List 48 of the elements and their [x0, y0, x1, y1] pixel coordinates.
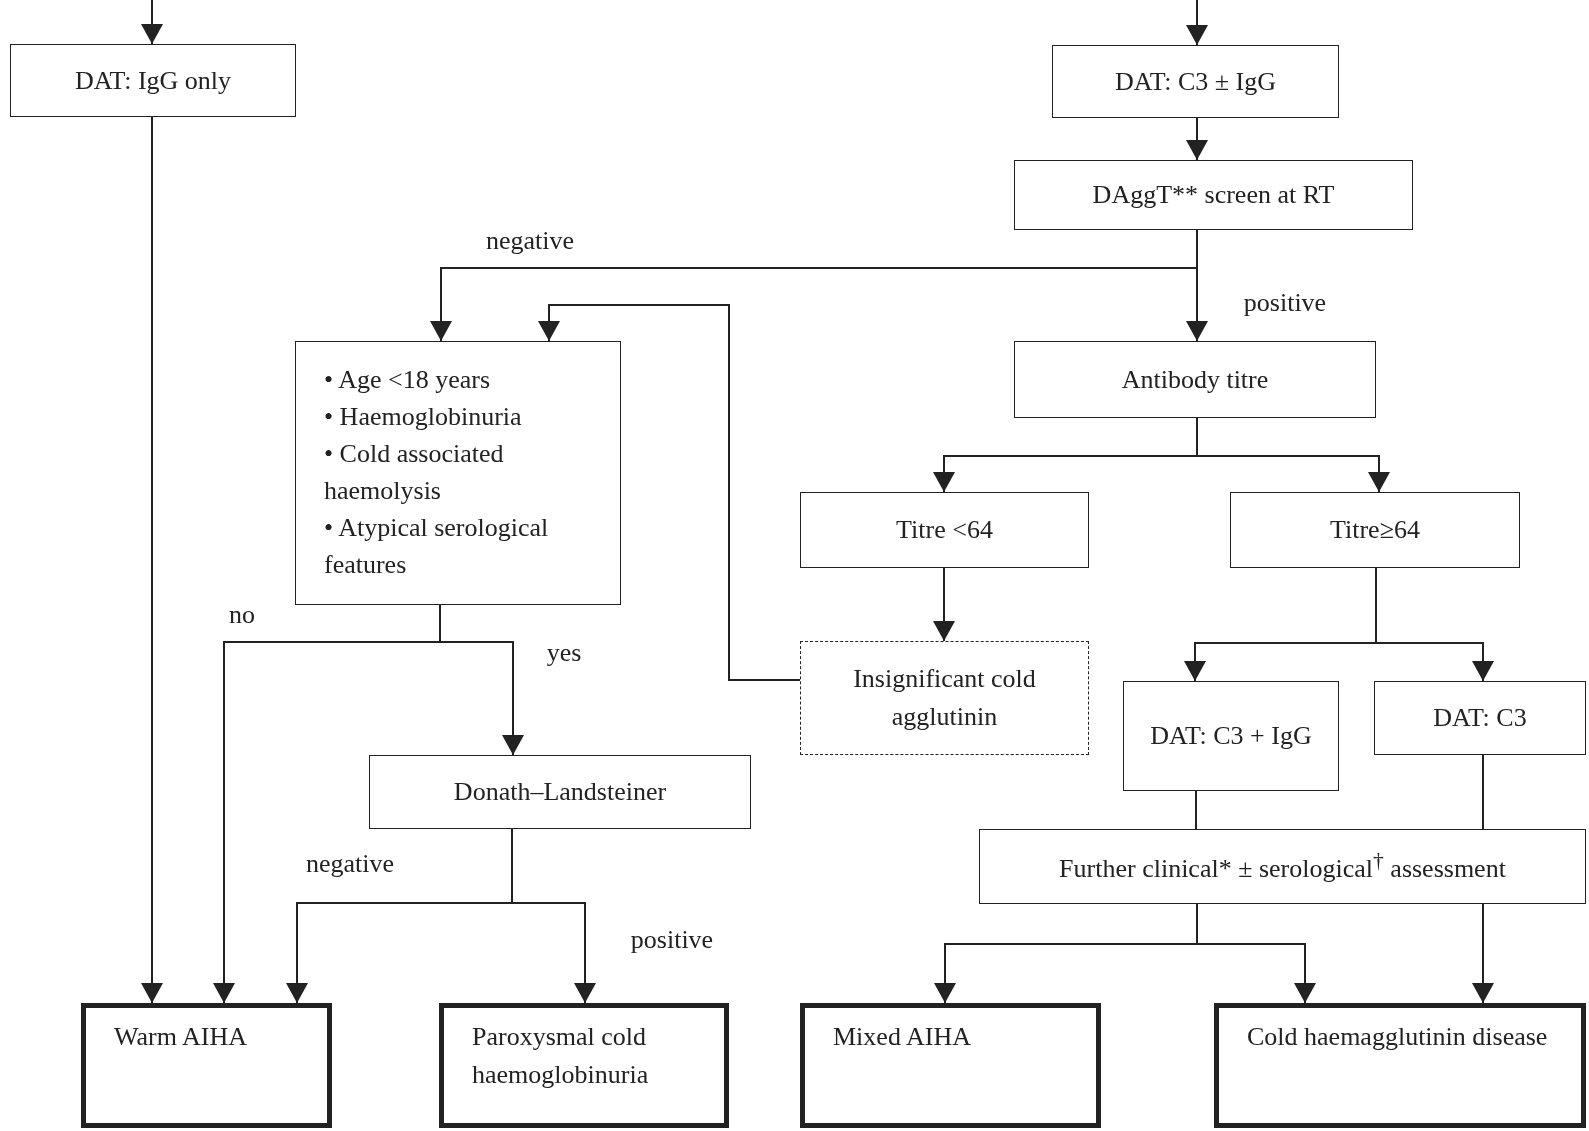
node-text: • Atypical serological features: [324, 511, 550, 581]
node-text: DAT: C3: [1433, 702, 1527, 735]
arrow: [1196, 903, 1316, 1004]
node-text: Titre <64: [896, 514, 993, 547]
node-text: • Cold associated haemolysis: [324, 438, 505, 507]
arrow: [141, 116, 163, 1004]
outcome-box: [1214, 1003, 1586, 1128]
outcome-box: [81, 1003, 332, 1128]
node-text: Further clinical* ± serological$^{†}$ assessment: [1059, 847, 1506, 885]
arrow: [141, 0, 163, 45]
arrow: [933, 567, 955, 642]
arrow: [1472, 903, 1494, 1004]
criteria-box: [295, 341, 621, 605]
arrow: [538, 304, 801, 681]
node-text: Mixed AIHA: [833, 1021, 971, 1053]
process-box: [800, 492, 1089, 568]
process-box: [1230, 492, 1520, 568]
node-text: Paroxysmal cold haemoglobinuria: [472, 1021, 650, 1091]
node-text: • Haemoglobinuria: [324, 401, 522, 434]
outcome-box: [439, 1003, 729, 1128]
node-text: DAggT** screen at RT: [1092, 179, 1335, 212]
process-box: [1014, 160, 1413, 230]
process-box: [1014, 341, 1376, 418]
arrow: [511, 828, 596, 1004]
process-box: [10, 44, 296, 117]
node-text: DAT: IgG only: [74, 64, 232, 97]
arrow: [1186, 0, 1208, 46]
node-text: Insignificant cold agglutinin: [852, 663, 1037, 733]
node-text: Titre≥64: [1330, 514, 1420, 547]
arrow: [1375, 567, 1494, 682]
arrow: [1186, 117, 1208, 161]
process-box: [1123, 681, 1339, 791]
node-text: • Age <18 years: [324, 364, 490, 397]
node-text: Cold haemagglutinin disease: [1247, 1021, 1548, 1053]
process-box: [369, 755, 751, 829]
outcome-box: [800, 1003, 1101, 1128]
process-box: [979, 829, 1586, 904]
arrow: [1196, 417, 1390, 493]
arrow: [1186, 229, 1208, 342]
node-text: Warm AIHA: [114, 1021, 247, 1053]
process-box: [1052, 45, 1339, 118]
process-box: [1374, 681, 1586, 755]
dashed-box: [800, 641, 1089, 755]
node-text: DAT: C3 ± IgG: [1115, 65, 1276, 98]
node-text: Donath–Landsteiner: [453, 776, 667, 809]
arrow: [439, 604, 524, 756]
node-text: Antibody titre: [1121, 363, 1269, 396]
node-text: DAT: C3 + IgG: [1150, 720, 1312, 753]
